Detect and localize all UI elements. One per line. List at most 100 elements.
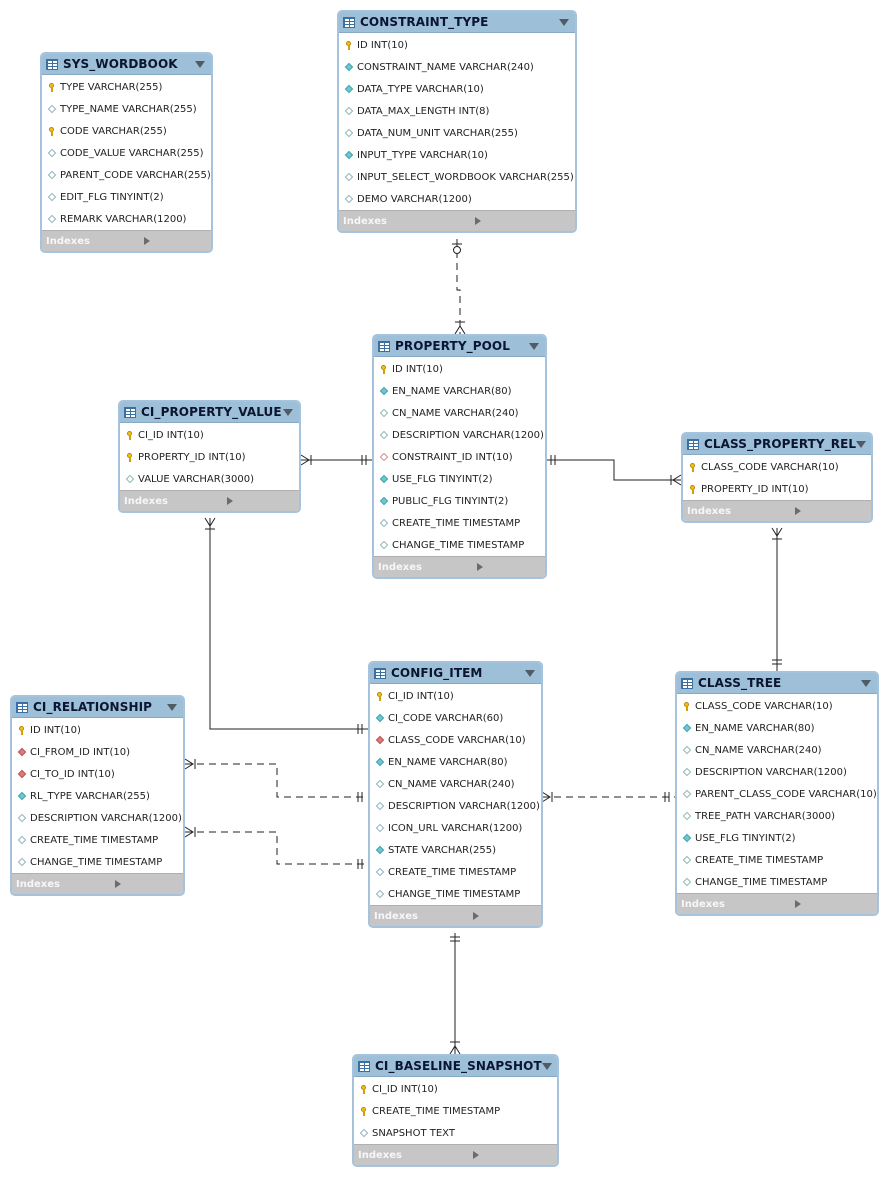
expand-caret-icon[interactable]: [477, 563, 539, 571]
column-row[interactable]: CI_FROM_ID INT(10): [12, 741, 183, 763]
column-row[interactable]: CREATE_TIME TIMESTAMP: [677, 849, 877, 871]
column-row[interactable]: CREATE_TIME TIMESTAMP: [374, 512, 545, 534]
indexes-footer[interactable]: Indexes: [683, 500, 871, 521]
column-row[interactable]: DESCRIPTION VARCHAR(1200): [374, 424, 545, 446]
column-row[interactable]: INPUT_TYPE VARCHAR(10): [339, 144, 575, 166]
collapse-caret-icon[interactable]: [541, 1062, 552, 1070]
expand-caret-icon[interactable]: [115, 880, 177, 888]
column-row[interactable]: DATA_MAX_LENGTH INT(8): [339, 100, 575, 122]
expand-caret-icon[interactable]: [794, 900, 871, 908]
table-header[interactable]: CI_RELATIONSHIP: [12, 697, 183, 718]
column-row[interactable]: CREATE_TIME TIMESTAMP: [370, 861, 541, 883]
column-row[interactable]: USE_FLG TINYINT(2): [677, 827, 877, 849]
column-row[interactable]: CHANGE_TIME TIMESTAMP: [12, 851, 183, 873]
column-row[interactable]: DESCRIPTION VARCHAR(1200): [677, 761, 877, 783]
column-row[interactable]: CN_NAME VARCHAR(240): [370, 773, 541, 795]
column-row[interactable]: DESCRIPTION VARCHAR(1200): [12, 807, 183, 829]
column-row[interactable]: DATA_NUM_UNIT VARCHAR(255): [339, 122, 575, 144]
column-row[interactable]: EDIT_FLG TINYINT(2): [42, 186, 211, 208]
column-row[interactable]: EN_NAME VARCHAR(80): [374, 380, 545, 402]
table-header[interactable]: CI_BASELINE_SNAPSHOT: [354, 1056, 557, 1077]
column-row[interactable]: TREE_PATH VARCHAR(3000): [677, 805, 877, 827]
column-row[interactable]: CI_ID INT(10): [120, 424, 299, 446]
column-row[interactable]: ID INT(10): [12, 719, 183, 741]
column-row[interactable]: CHANGE_TIME TIMESTAMP: [374, 534, 545, 556]
column-row[interactable]: CN_NAME VARCHAR(240): [677, 739, 877, 761]
column-row[interactable]: CONSTRAINT_ID INT(10): [374, 446, 545, 468]
column-row[interactable]: SNAPSHOT TEXT: [354, 1122, 557, 1144]
table-header[interactable]: CI_PROPERTY_VALUE: [120, 402, 299, 423]
column-row[interactable]: EN_NAME VARCHAR(80): [677, 717, 877, 739]
table-header[interactable]: CONFIG_ITEM: [370, 663, 541, 684]
expand-caret-icon[interactable]: [474, 217, 569, 225]
collapse-caret-icon[interactable]: [195, 60, 205, 68]
indexes-footer[interactable]: Indexes: [42, 230, 211, 251]
column-row[interactable]: DEMO VARCHAR(1200): [339, 188, 575, 210]
column-row[interactable]: TYPE_NAME VARCHAR(255): [42, 98, 211, 120]
indexes-footer[interactable]: Indexes: [339, 210, 575, 231]
table-header[interactable]: CONSTRAINT_TYPE: [339, 12, 575, 33]
table-header[interactable]: CLASS_TREE: [677, 673, 877, 694]
collapse-caret-icon[interactable]: [283, 408, 293, 416]
indexes-footer[interactable]: Indexes: [12, 873, 183, 894]
column-row[interactable]: TYPE VARCHAR(255): [42, 76, 211, 98]
column-row[interactable]: PARENT_CLASS_CODE VARCHAR(10): [677, 783, 877, 805]
table-header[interactable]: CLASS_PROPERTY_REL: [683, 434, 871, 455]
column-row[interactable]: STATE VARCHAR(255): [370, 839, 541, 861]
column-row[interactable]: CHANGE_TIME TIMESTAMP: [370, 883, 541, 905]
column-row[interactable]: CI_TO_ID INT(10): [12, 763, 183, 785]
column-row[interactable]: PARENT_CODE VARCHAR(255): [42, 164, 211, 186]
expand-caret-icon[interactable]: [473, 1151, 551, 1159]
column-row[interactable]: PUBLIC_FLG TINYINT(2): [374, 490, 545, 512]
column-row[interactable]: PROPERTY_ID INT(10): [683, 478, 871, 500]
column-row[interactable]: CLASS_CODE VARCHAR(10): [683, 456, 871, 478]
column-row[interactable]: CREATE_TIME TIMESTAMP: [354, 1100, 557, 1122]
indexes-footer[interactable]: Indexes: [354, 1144, 557, 1165]
indexes-footer[interactable]: Indexes: [370, 905, 541, 926]
table-header[interactable]: PROPERTY_POOL: [374, 336, 545, 357]
collapse-caret-icon[interactable]: [167, 703, 177, 711]
indexes-footer[interactable]: Indexes: [677, 893, 877, 914]
column-row[interactable]: CI_ID INT(10): [354, 1078, 557, 1100]
collapse-caret-icon[interactable]: [861, 679, 871, 687]
column-row[interactable]: ID INT(10): [374, 358, 545, 380]
expand-caret-icon[interactable]: [227, 497, 293, 505]
collapse-caret-icon[interactable]: [559, 18, 569, 26]
column-row[interactable]: DATA_TYPE VARCHAR(10): [339, 78, 575, 100]
column-row[interactable]: ID INT(10): [339, 34, 575, 56]
column-row[interactable]: CONSTRAINT_NAME VARCHAR(240): [339, 56, 575, 78]
column-row[interactable]: DESCRIPTION VARCHAR(1200): [370, 795, 541, 817]
column-row[interactable]: CREATE_TIME TIMESTAMP: [12, 829, 183, 851]
column-row[interactable]: CLASS_CODE VARCHAR(10): [370, 729, 541, 751]
column-row[interactable]: VALUE VARCHAR(3000): [120, 468, 299, 490]
column-row[interactable]: PROPERTY_ID INT(10): [120, 446, 299, 468]
column-row[interactable]: CLASS_CODE VARCHAR(10): [677, 695, 877, 717]
column-row[interactable]: CHANGE_TIME TIMESTAMP: [677, 871, 877, 893]
column-row[interactable]: CODE VARCHAR(255): [42, 120, 211, 142]
indexes-footer[interactable]: Indexes: [120, 490, 299, 511]
indexes-footer[interactable]: Indexes: [374, 556, 545, 577]
expand-caret-icon[interactable]: [473, 912, 535, 920]
column-row[interactable]: EN_NAME VARCHAR(80): [370, 751, 541, 773]
column-row[interactable]: INPUT_SELECT_WORDBOOK VARCHAR(255): [339, 166, 575, 188]
table-header[interactable]: SYS_WORDBOOK: [42, 54, 211, 75]
collapse-caret-icon[interactable]: [529, 342, 539, 350]
column-row[interactable]: RL_TYPE VARCHAR(255): [12, 785, 183, 807]
collapse-caret-icon[interactable]: [856, 440, 867, 448]
column-row[interactable]: USE_FLG TINYINT(2): [374, 468, 545, 490]
column-row[interactable]: CI_ID INT(10): [370, 685, 541, 707]
expand-caret-icon[interactable]: [144, 237, 205, 245]
column-row[interactable]: CI_CODE VARCHAR(60): [370, 707, 541, 729]
expand-caret-icon[interactable]: [794, 507, 865, 515]
column-row[interactable]: REMARK VARCHAR(1200): [42, 208, 211, 230]
column-row[interactable]: CODE_VALUE VARCHAR(255): [42, 142, 211, 164]
